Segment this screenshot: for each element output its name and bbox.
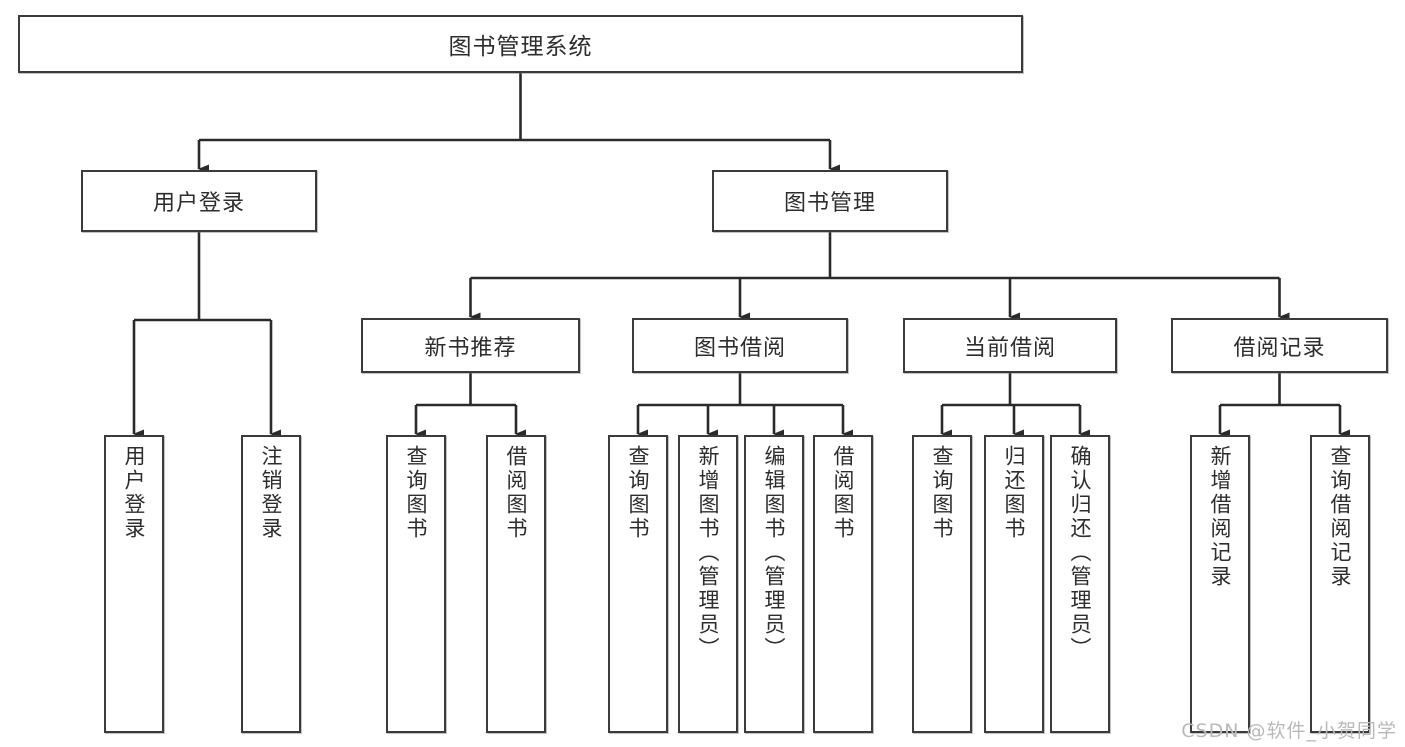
node-label: 查询图书 — [404, 445, 429, 541]
csdn-watermark: CSDN @软件_小贺同学 — [1181, 720, 1397, 742]
node-label: 用户登录 — [152, 191, 245, 216]
node-leaf-add[interactable]: 新增图书（管理员） — [678, 435, 738, 733]
node-login[interactable]: 用户登录 — [81, 170, 317, 232]
node-leaf-q2[interactable]: 查询图书 — [608, 435, 668, 733]
node-label: 图书管理 — [783, 191, 876, 216]
node-label: 借阅记录 — [1233, 335, 1326, 361]
node-label: 借阅图书 — [504, 445, 529, 541]
node-records[interactable]: 借阅记录 — [1171, 318, 1388, 373]
node-newbook[interactable]: 新书推荐 — [361, 318, 580, 373]
node-leaf-q3[interactable]: 查询图书 — [912, 435, 972, 733]
node-label: 查询借阅记录 — [1328, 445, 1353, 589]
node-label: 图书借阅 — [693, 335, 786, 361]
node-leaf-ret[interactable]: 归还图书 — [984, 435, 1044, 733]
node-leaf-qrec[interactable]: 查询借阅记录 — [1310, 435, 1370, 733]
node-leaf-addrec[interactable]: 新增借阅记录 — [1190, 435, 1250, 733]
node-label: 当前借阅 — [963, 335, 1056, 361]
node-leaf-login[interactable]: 用户登录 — [104, 435, 164, 733]
node-borrow[interactable]: 图书借阅 — [632, 318, 848, 373]
node-leaf-edit[interactable]: 编辑图书（管理员） — [744, 435, 804, 733]
node-label: 注销登录 — [259, 445, 284, 541]
node-label: 用户登录 — [122, 445, 147, 541]
node-leaf-q1[interactable]: 查询图书 — [386, 435, 446, 733]
node-label: 图书管理系统 — [448, 34, 593, 60]
node-label: 借阅图书 — [831, 445, 856, 541]
node-leaf-logout[interactable]: 注销登录 — [241, 435, 301, 733]
node-current[interactable]: 当前借阅 — [903, 318, 1117, 373]
node-label: 新增图书（管理员） — [696, 445, 721, 661]
node-bookmgmt[interactable]: 图书管理 — [712, 170, 948, 232]
node-label: 归还图书 — [1002, 445, 1027, 541]
node-label: 新增借阅记录 — [1208, 445, 1233, 589]
node-label: 编辑图书（管理员） — [762, 445, 787, 661]
node-leaf-b2[interactable]: 借阅图书 — [813, 435, 873, 733]
node-label: 查询图书 — [626, 445, 651, 541]
node-leaf-b1[interactable]: 借阅图书 — [486, 435, 546, 733]
node-label: 新书推荐 — [424, 335, 517, 361]
node-label: 确认归还（管理员） — [1068, 445, 1093, 661]
node-label: 查询图书 — [930, 445, 955, 541]
node-root[interactable]: 图书管理系统 — [18, 15, 1023, 73]
node-leaf-conf[interactable]: 确认归还（管理员） — [1050, 435, 1110, 733]
